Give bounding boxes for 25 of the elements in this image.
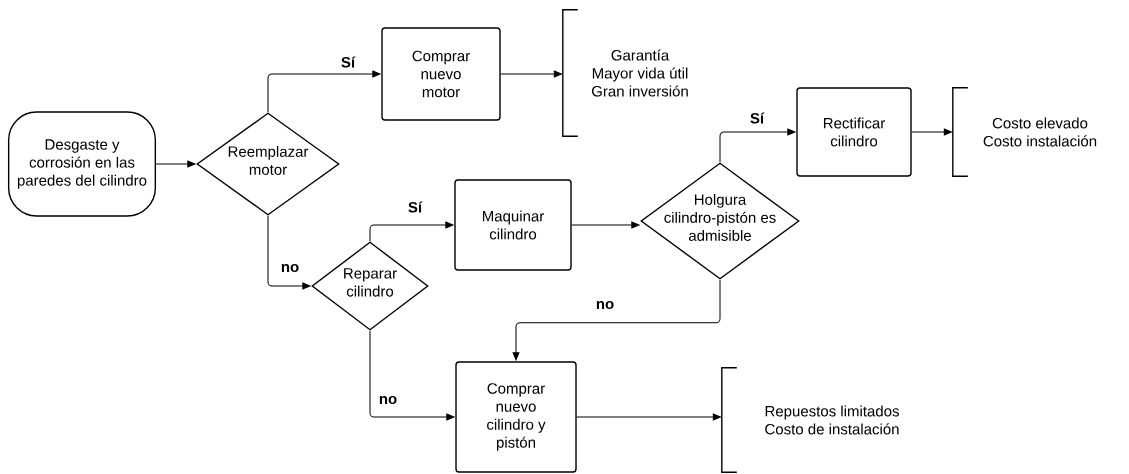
arrow — [500, 70, 562, 78]
process-box: Rectificar cilindro — [796, 87, 912, 177]
bracket-note: Garantía Mayor vida útil Gran inversión — [562, 9, 688, 137]
edge-label: no — [594, 299, 616, 311]
arrow — [155, 160, 196, 168]
arrow — [911, 128, 952, 136]
process-box: Maquinar cilindro — [454, 179, 572, 271]
arrow — [571, 221, 640, 229]
arrow — [267, 70, 381, 113]
bracket-note: Costo elevado Costo instalación — [952, 87, 1097, 177]
arrow — [719, 128, 796, 163]
process-box: Comprar nuevo motor — [381, 27, 501, 121]
start-terminal: Desgaste y corrosión en las paredes del cilindro — [7, 111, 157, 217]
arrow — [369, 330, 455, 421]
edge-label: no — [377, 394, 399, 406]
arrow — [512, 279, 721, 361]
edge-label: Sí — [406, 200, 424, 214]
edge-label: no — [279, 262, 301, 274]
arrow — [369, 221, 454, 242]
bracket-note: Repuestos limitados Costo de instalación — [721, 367, 899, 473]
process-box: Comprar nuevo cilindro y pistón — [455, 361, 577, 473]
edge-label: Sí — [339, 55, 357, 69]
edge-label: Sí — [748, 111, 766, 125]
arrow — [267, 215, 311, 290]
arrow — [576, 413, 721, 421]
